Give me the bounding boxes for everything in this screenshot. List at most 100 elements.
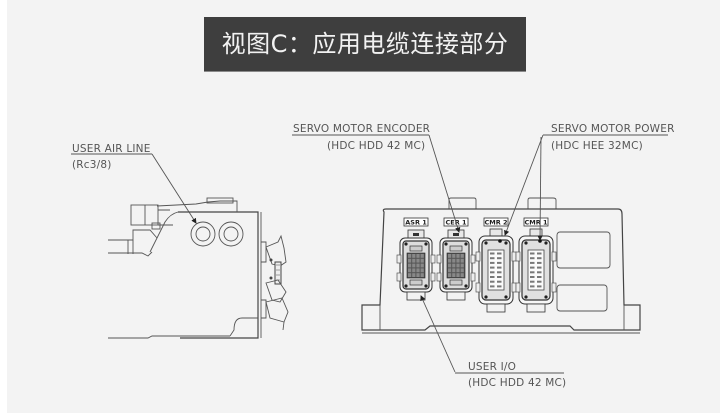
connector-clip [511,282,517,293]
connector-pin [420,268,424,273]
connector-bar [449,279,463,286]
air-port-2-inner [223,226,239,242]
connector-screw [504,295,508,299]
connector-clip [515,282,521,293]
connector-pin [537,261,542,264]
connector-screw [504,241,508,245]
connector-top-latch [489,228,503,237]
connector-pin [537,252,542,255]
connector-pin [416,268,420,273]
connector-pin [490,261,495,264]
connector-pin [420,263,424,268]
side-top-block [156,200,238,212]
encoder-label: SERVO MOTOR ENCODER [293,123,430,135]
latch-bottom [265,297,289,323]
connector-pin [460,258,464,263]
connector-bar [449,245,463,252]
connector-pin [416,254,420,258]
side-top-cap [206,197,234,204]
side-plate-tabs [261,241,267,319]
connector-latch-mark [453,233,459,236]
connector-tag-box [483,217,509,227]
connector-pin [416,273,420,277]
front-housing [361,208,641,331]
connector-pin [490,285,495,288]
leader-line [428,134,461,233]
connector-pin [530,271,535,274]
blank-panel-upper [556,231,611,269]
connector-pin [408,273,412,277]
connector-pin [530,266,535,269]
callout-user-io: USER I/O (HDC HDD 42 MC) [420,295,566,389]
connector-pin [530,252,535,255]
connector-insert [487,249,505,291]
power-spec: (HDC HEE 32MC) [551,140,643,152]
user-io-spec: (HDC HDD 42 MC) [468,377,566,389]
leader-line [151,153,197,224]
power-label: SERVO MOTOR POWER [551,123,675,135]
connector-pin [448,273,452,277]
connector-clip [515,251,521,262]
side-arm-upper [108,229,158,241]
air-port-1 [190,221,216,247]
leader-line-cmr2 [504,134,544,236]
connector-screw [444,242,448,246]
connector-pin [537,271,542,274]
connector-tag-box [523,217,549,227]
user-air-line-label: USER AIR LINE [72,143,151,155]
connector-pin [420,254,424,258]
connector-pin [490,252,495,255]
connector-pin [490,280,495,283]
connector-pin [408,268,412,273]
connector-pin [412,263,416,268]
user-air-line-spec: (Rc3/8) [72,159,112,171]
connector-pin [412,268,416,273]
latch-handle [274,261,282,285]
latch-pin [269,276,273,280]
side-arm-detail [127,240,134,254]
connector-bottom-tab [486,303,506,313]
connector-pin [452,254,456,258]
connector-insert [527,249,545,291]
connector-clip [475,282,481,293]
connector-tag-label: CMR 2 [484,219,507,227]
connector-pin [460,268,464,273]
connector-screw [404,242,408,246]
connector-pin-field [406,252,426,279]
callout-servo-motor-encoder: SERVO MOTOR ENCODER (HDC HDD 42 MC) [292,123,461,233]
connector-cmr-2: CMR 2 [475,217,517,313]
connector-pin [456,268,460,273]
top-tab-right [527,197,557,209]
connector-pin [530,280,535,283]
connector-pin [460,273,464,277]
connector-pin [420,258,424,263]
connector-pin [497,285,502,288]
side-body-outline [178,211,259,339]
connector-screw [444,284,448,288]
air-port-2 [218,221,244,247]
connector-cmr-1: CMR 1 [515,217,557,313]
connector-tag-label: ASR 1 [405,219,427,227]
connector-pin [412,254,416,258]
latch-upper [265,234,287,267]
connector-tag-label: CMR 1 [524,219,548,227]
connector-pin [497,280,502,283]
connector-pin [497,266,502,269]
connector-pin [490,257,495,260]
connector-pin [530,276,535,278]
connector-clip [551,251,557,262]
connector-pin [412,273,416,277]
connector-clip [511,251,517,262]
connector-clip [436,254,442,264]
view-title: 视图C：应用电缆连接部分 [204,17,526,72]
connector-screw [544,295,548,299]
connector-screw [544,241,548,245]
connector-tag-box [403,217,429,227]
connector-pin [408,254,412,258]
connector-pin [530,257,535,260]
connector-pin [537,285,542,288]
side-arm-lower [108,251,153,257]
latch-pin [269,258,273,262]
